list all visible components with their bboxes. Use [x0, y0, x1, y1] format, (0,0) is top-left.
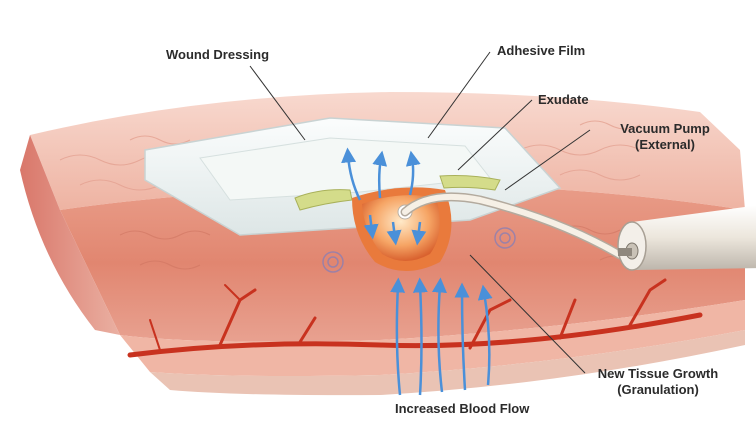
label-new-tissue: New Tissue Growth (Granulation) [578, 366, 738, 398]
label-exudate: Exudate [538, 92, 589, 108]
label-vacuum-pump-line1: Vacuum Pump [605, 121, 725, 137]
label-blood-flow: Increased Blood Flow [395, 401, 529, 417]
label-wound-dressing: Wound Dressing [166, 47, 269, 63]
label-vacuum-pump: Vacuum Pump (External) [605, 121, 725, 153]
label-vacuum-pump-line2: (External) [605, 137, 725, 153]
label-new-tissue-line2: (Granulation) [578, 382, 738, 398]
label-new-tissue-line1: New Tissue Growth [578, 366, 738, 382]
label-adhesive-film: Adhesive Film [497, 43, 585, 59]
